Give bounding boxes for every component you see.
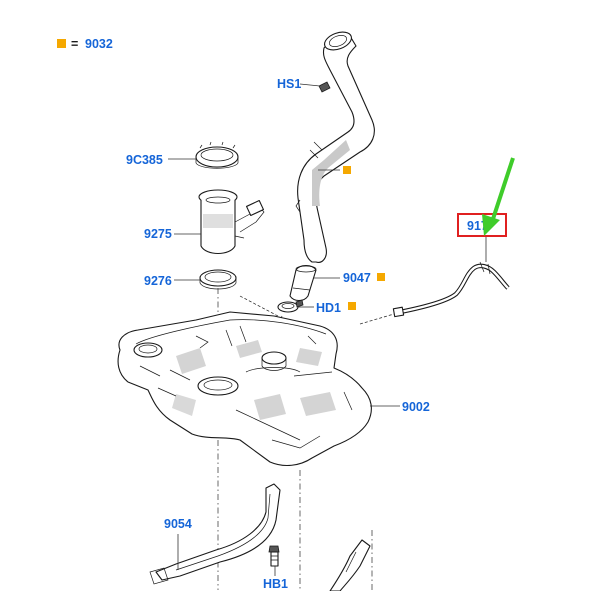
fuel-pump-module	[198, 189, 265, 255]
label-9047: 9047	[343, 271, 371, 285]
label-9276: 9276	[144, 274, 172, 288]
tank-strap-right	[329, 539, 371, 591]
label-hb1: HB1	[263, 577, 288, 591]
marker-hd1	[348, 302, 356, 310]
filler-neck-pipe	[295, 31, 375, 263]
lock-ring	[195, 141, 239, 169]
label-hd1: HD1	[316, 301, 341, 315]
legend-equals: =	[71, 37, 78, 51]
label-9054: 9054	[164, 517, 192, 531]
connector-hose	[289, 264, 317, 302]
hose-clamp	[277, 299, 304, 313]
marker-filler-neck	[343, 166, 351, 174]
label-9275: 9275	[144, 227, 172, 241]
tank-strap	[149, 483, 281, 585]
marker-9047	[377, 273, 385, 281]
pump-seal	[199, 269, 237, 290]
label-hs1: HS1	[277, 77, 301, 91]
legend-label: 9032	[85, 37, 113, 51]
green-arrow	[482, 157, 515, 236]
bolt	[268, 545, 280, 567]
label-917: 917	[467, 219, 488, 233]
label-9c385: 9C385	[126, 153, 163, 167]
legend: = 9032	[57, 37, 113, 51]
fuel-tank	[117, 311, 372, 467]
legend-square-marker	[57, 39, 66, 48]
label-9002: 9002	[402, 400, 430, 414]
filler-cap	[324, 31, 352, 51]
fuel-line	[392, 261, 510, 318]
